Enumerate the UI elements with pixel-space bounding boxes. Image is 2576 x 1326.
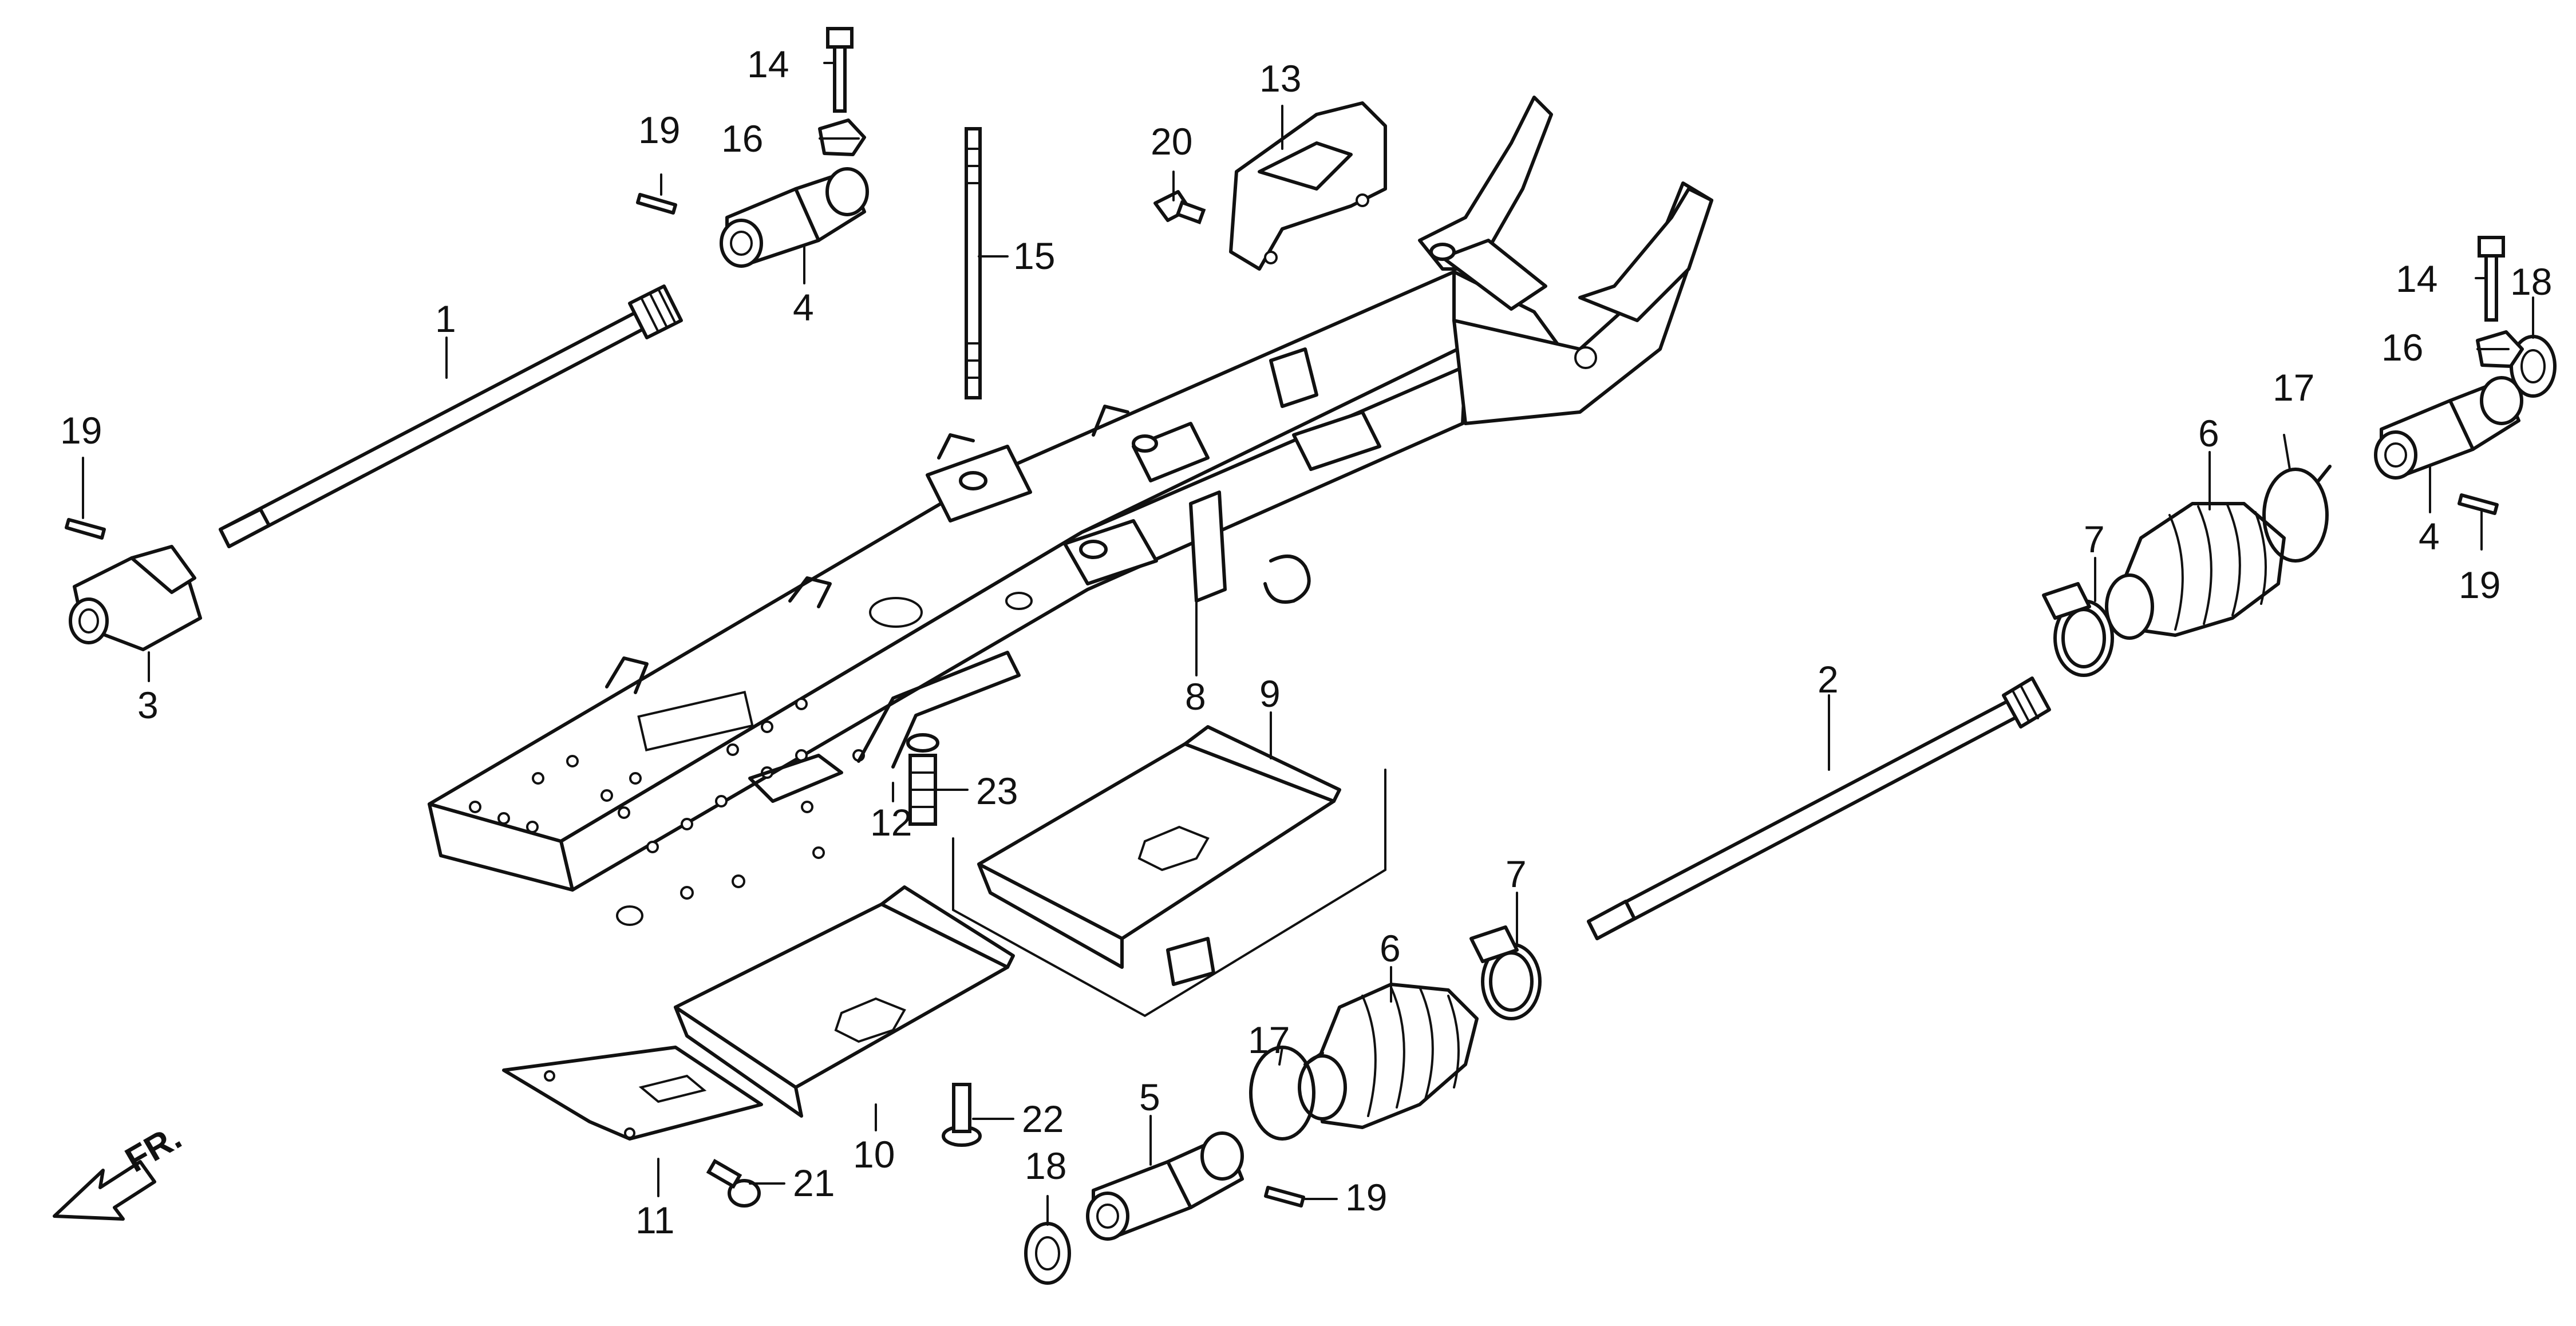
front-indicator: FR.: [53, 1117, 188, 1221]
label-7-right: 7: [2084, 518, 2105, 560]
part-15-stud: [965, 127, 982, 399]
part-6-boot-right: [2105, 502, 2286, 640]
part-19-pin-b: [65, 518, 106, 540]
label-22: 22: [1022, 1098, 1064, 1140]
label-5: 5: [1139, 1076, 1160, 1118]
label-10: 10: [853, 1133, 895, 1175]
part-19-pin-d: [1264, 1186, 1305, 1208]
part-4-universal-joint-right: [2374, 376, 2523, 480]
part-6-boot-left: [1298, 983, 1479, 1129]
label-19-d: 19: [1345, 1176, 1387, 1218]
label-15: 15: [1013, 235, 1055, 277]
label-16-right: 16: [2381, 326, 2423, 369]
part-20-bolt: [1153, 190, 1206, 225]
part-14-bolt-top: [826, 27, 854, 113]
label-14-right: 14: [2396, 258, 2437, 300]
label-17-right: 17: [2273, 366, 2314, 409]
label-3: 3: [137, 684, 159, 726]
label-16-top: 16: [721, 117, 763, 160]
label-14-top: 14: [747, 43, 789, 85]
label-4-right: 4: [2419, 515, 2440, 557]
label-19-c: 19: [2459, 564, 2500, 606]
part-3-universal-joint: [69, 545, 202, 651]
label-21: 21: [793, 1162, 835, 1204]
label-13: 13: [1259, 57, 1301, 100]
part-7-clamp-left: [1469, 925, 1542, 1020]
part-12-nut: [906, 733, 939, 753]
label-11: 11: [635, 1199, 675, 1241]
part-10-guard: [674, 885, 1015, 1118]
part-22-bolt: [942, 1083, 982, 1147]
part-labels: 1 2 3 4 4 5 6 6 7 7 8 9 10 11 12 13 14 1…: [60, 43, 2552, 1241]
group-bracket: [952, 769, 1386, 1018]
label-4-top: 4: [793, 286, 814, 328]
label-1: 1: [435, 298, 456, 340]
label-12: 12: [870, 801, 912, 844]
part-7-clamp-right: [2042, 582, 2114, 677]
part-17-ring-right: [2262, 465, 2332, 563]
label-6-right: 6: [2198, 412, 2219, 454]
part-19-pin-a: [636, 193, 677, 215]
label-18-right: 18: [2510, 260, 2552, 303]
leader-lines: [82, 62, 2534, 1226]
part-23-fitting: [908, 754, 937, 826]
label-2: 2: [1818, 658, 1839, 700]
part-18-washer-left: [1024, 1222, 1071, 1285]
label-7-left: 7: [1506, 853, 1527, 895]
part-21-bolt: [706, 1158, 761, 1208]
part-19-pin-c: [2458, 493, 2499, 515]
label-6-left: 6: [1380, 927, 1401, 969]
label-9: 9: [1259, 672, 1281, 715]
label-8: 8: [1185, 675, 1206, 718]
main-frame: [428, 96, 1713, 926]
part-5-universal-joint: [1086, 1131, 1244, 1241]
part-2-shaft: [1587, 676, 2051, 940]
part-4-universal-joint-top: [720, 167, 869, 268]
label-23: 23: [976, 770, 1018, 812]
part-9-guard: [977, 725, 1341, 986]
part-1-shaft: [219, 284, 683, 548]
label-18-left: 18: [1025, 1145, 1066, 1187]
part-11-plate: [502, 1046, 763, 1141]
part-13-bracket: [1229, 101, 1387, 271]
front-arrow-icon: [53, 1160, 156, 1221]
part-14-bolt-right: [2478, 236, 2505, 322]
label-20: 20: [1151, 120, 1192, 163]
label-17-left: 17: [1248, 1019, 1290, 1061]
label-19-b: 19: [60, 409, 102, 452]
label-19-a: 19: [638, 109, 680, 151]
